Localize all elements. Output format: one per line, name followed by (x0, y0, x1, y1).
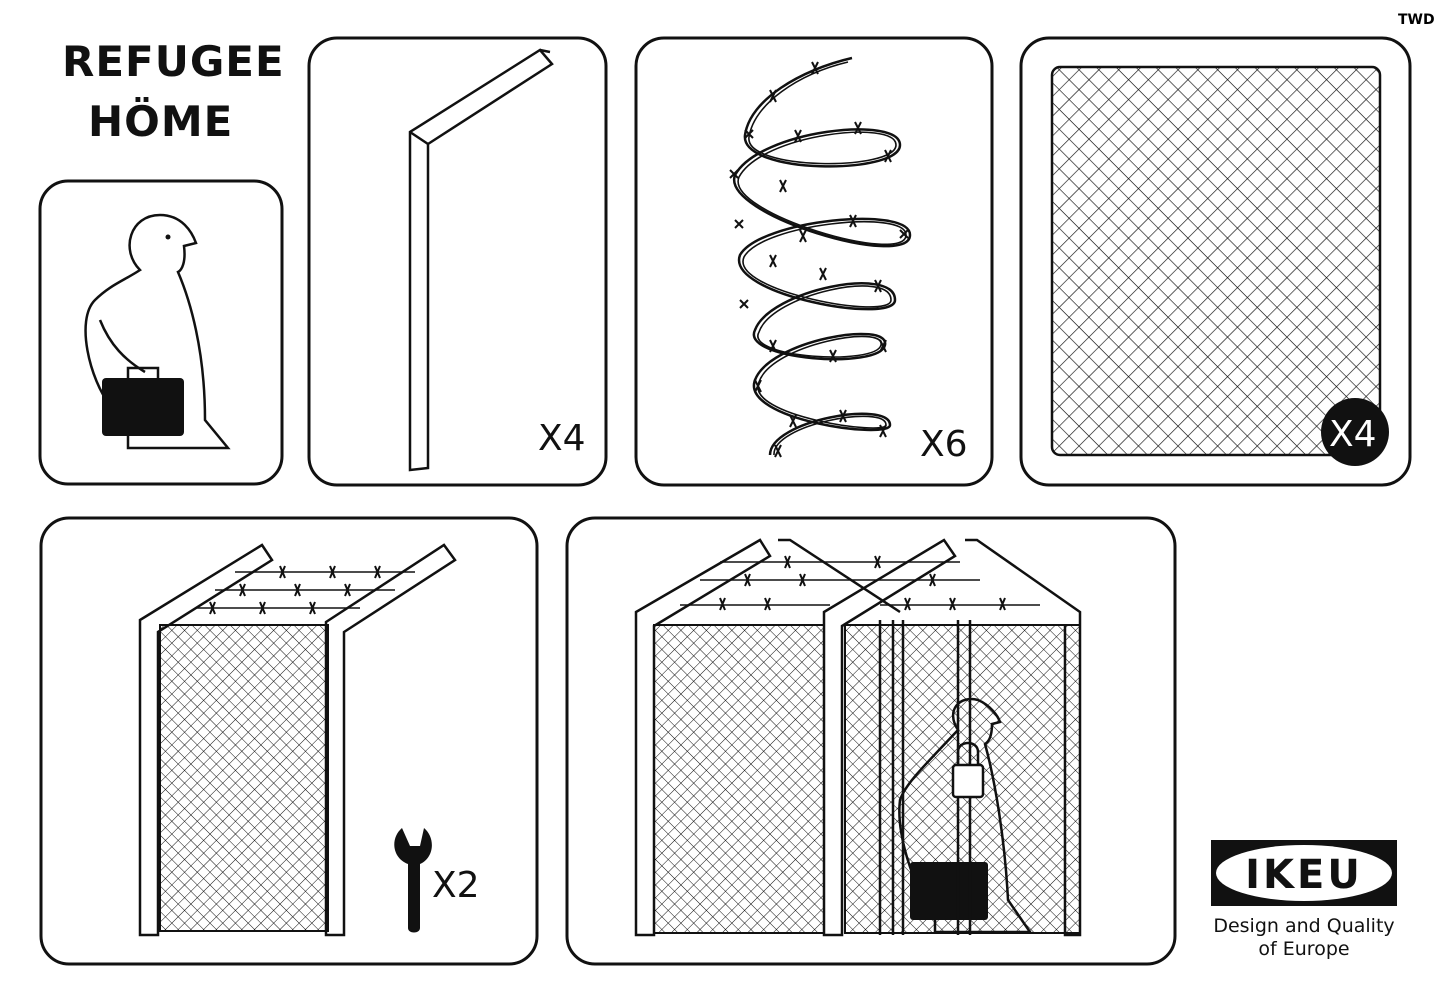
padlock-icon (951, 763, 985, 799)
logo-brand: IKEU (1245, 852, 1363, 898)
panel-mesh: X4 (1019, 36, 1412, 487)
ikeu-logo: IKEU Design and Quality of Europe (1211, 840, 1397, 960)
panel-assembly-step-2 (565, 516, 1177, 966)
logo-tagline-1: Design and Quality (1213, 915, 1394, 937)
panel-beam: X4 (307, 36, 608, 487)
panel-assembly-step-1: X2 (39, 516, 539, 966)
wire-quantity: X6 (920, 424, 968, 465)
title-line2: HÖME (88, 96, 233, 146)
beam-quantity: X4 (538, 418, 586, 459)
panel-refugee-figure (38, 179, 284, 486)
caged-person-icon (898, 697, 1033, 934)
mesh-quantity: X4 (1329, 414, 1377, 455)
quantity-badge (1321, 398, 1389, 466)
suitcase-icon (102, 378, 184, 436)
person-icon (84, 213, 231, 450)
logo-tagline-2: of Europe (1258, 938, 1349, 960)
wrench-icon (394, 828, 432, 933)
artist-signature: TWD (1398, 12, 1435, 28)
panel-barbed-wire: X6 (634, 36, 994, 487)
title-line1: REFUGEE (62, 37, 285, 86)
wrench-quantity: X2 (432, 865, 480, 906)
mesh-panel-icon (1050, 65, 1382, 457)
barbed-wire-icon (729, 56, 912, 458)
caged-suitcase-icon (910, 862, 988, 920)
